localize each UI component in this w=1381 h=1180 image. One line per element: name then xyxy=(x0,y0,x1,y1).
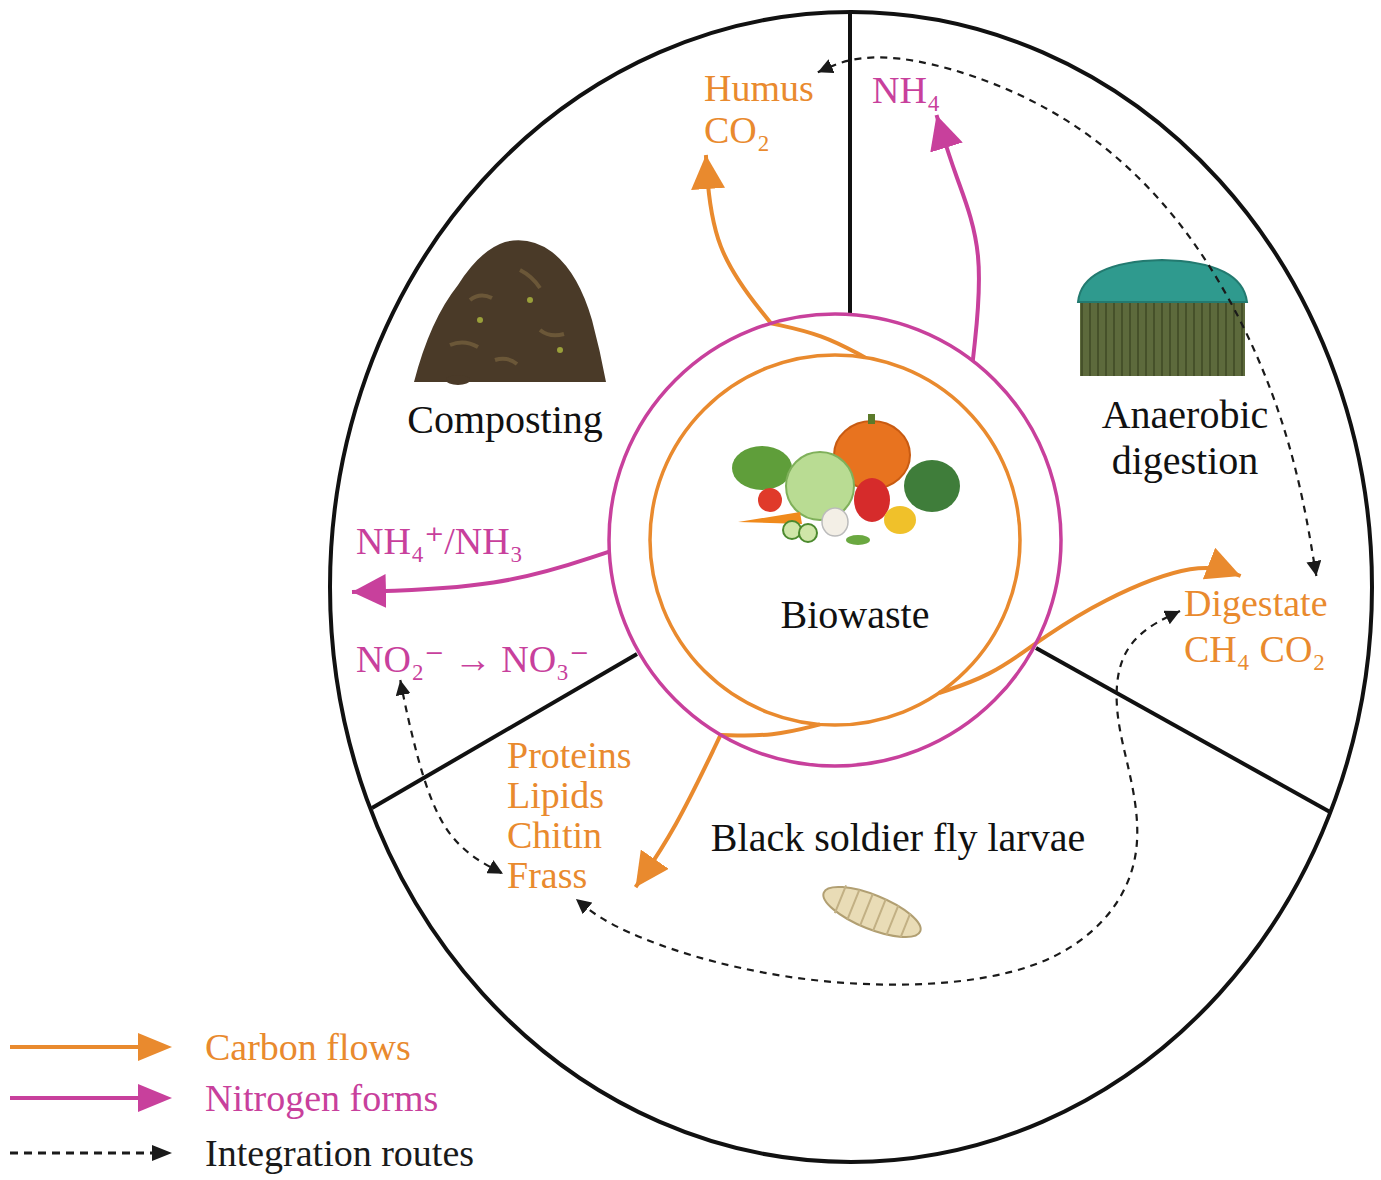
output-text: NH₄⁺/NH₃ xyxy=(356,520,589,562)
legend-arrowhead xyxy=(152,1145,172,1161)
integration-route xyxy=(576,611,1180,985)
process-sector: Composting Humus CO₂ NH₄⁺/NH₃ NO₂⁻ → NO₃⁻ xyxy=(335,15,847,700)
digester-dome xyxy=(1078,260,1247,302)
digester-tank xyxy=(1078,260,1247,376)
legend-sample xyxy=(6,1025,178,1069)
legend-arrowhead xyxy=(138,1033,172,1061)
sector-divider xyxy=(848,12,852,313)
output-text: Proteins Lipids Chitin Frass xyxy=(507,735,632,895)
vegetables-icon xyxy=(732,414,960,545)
leafy-greens xyxy=(732,446,792,490)
legend-text: Carbon flows xyxy=(205,1025,411,1069)
legend-sample xyxy=(6,1131,178,1175)
compost-speck xyxy=(477,317,483,323)
compost-speck xyxy=(527,297,533,303)
carbon-flow xyxy=(636,735,721,887)
legend-item: Carbon flows xyxy=(0,1025,520,1069)
compost-pile xyxy=(414,240,606,382)
legend-text: Nitrogen forms xyxy=(205,1076,438,1120)
legend-item: Nitrogen forms xyxy=(0,1076,520,1120)
compost-texture xyxy=(450,270,564,364)
output-label: Humus CO₂ xyxy=(700,63,818,155)
larva-segments xyxy=(834,884,912,942)
nitrogen-flow xyxy=(937,115,979,361)
legend-line xyxy=(10,1045,142,1049)
digester-tank xyxy=(1080,298,1245,376)
outer-ring xyxy=(330,12,1372,1162)
process-name: Black soldier fly larvae xyxy=(711,815,1085,861)
process-name: Anaerobic digestion xyxy=(1102,392,1269,484)
process-name: Composting xyxy=(407,397,603,443)
garlic xyxy=(822,508,848,536)
output-label: NH₄⁺/NH₃ NO₂⁻ → NO₃⁻ xyxy=(352,520,593,680)
output-text: Digestate CH₄ CO₂ xyxy=(1184,580,1328,672)
cucumber-slice xyxy=(783,521,801,539)
larva-icon xyxy=(817,877,926,947)
carbon-flow xyxy=(706,155,771,323)
legend-arrowhead xyxy=(138,1084,172,1112)
biowaste-rings xyxy=(607,312,1063,768)
input-name: Biowaste xyxy=(781,592,930,638)
sector-divider xyxy=(1036,648,1330,812)
compost-pile xyxy=(414,240,606,385)
output-text: NH₄ xyxy=(872,69,940,111)
legend-sample xyxy=(6,1076,178,1120)
output-label: Digestate CH₄ CO₂ xyxy=(1180,576,1332,676)
carbon-ring xyxy=(650,355,1020,725)
legend-text: Integration routes xyxy=(205,1131,474,1175)
bean xyxy=(846,535,870,545)
carbon-swirl xyxy=(721,724,820,735)
process-sector: Anaerobic digestion NH₄ Digestate CH₄ CO₂ xyxy=(853,15,1368,715)
process-sector: Black soldier fly larvae Proteins Lipids … xyxy=(405,660,1305,1155)
output-label: Proteins Lipids Chitin Frass xyxy=(503,731,636,899)
integration-route xyxy=(818,57,1317,576)
legend-item: Integration routes xyxy=(0,1131,520,1175)
yellow-pepper xyxy=(884,506,916,534)
output-label: NH₄ xyxy=(868,65,944,115)
legend-line xyxy=(10,1096,142,1100)
output-text: Humus CO₂ xyxy=(704,67,814,151)
compost-speck xyxy=(557,347,563,353)
kale xyxy=(904,460,960,512)
pumpkin-stem xyxy=(868,414,875,424)
carbon-swirl xyxy=(771,323,865,357)
larva-icon xyxy=(817,877,926,947)
cucumber-slice xyxy=(799,524,817,542)
cabbage xyxy=(786,452,854,520)
integration-route xyxy=(400,680,503,874)
input-circle: Biowaste xyxy=(607,312,1063,768)
nitrogen-ring xyxy=(609,314,1061,766)
tomato xyxy=(758,488,782,512)
compost-clump xyxy=(446,375,470,385)
legend-line xyxy=(10,1152,154,1155)
red-pepper xyxy=(854,478,890,522)
output-text: NO₂⁻ → NO₃⁻ xyxy=(356,638,589,680)
